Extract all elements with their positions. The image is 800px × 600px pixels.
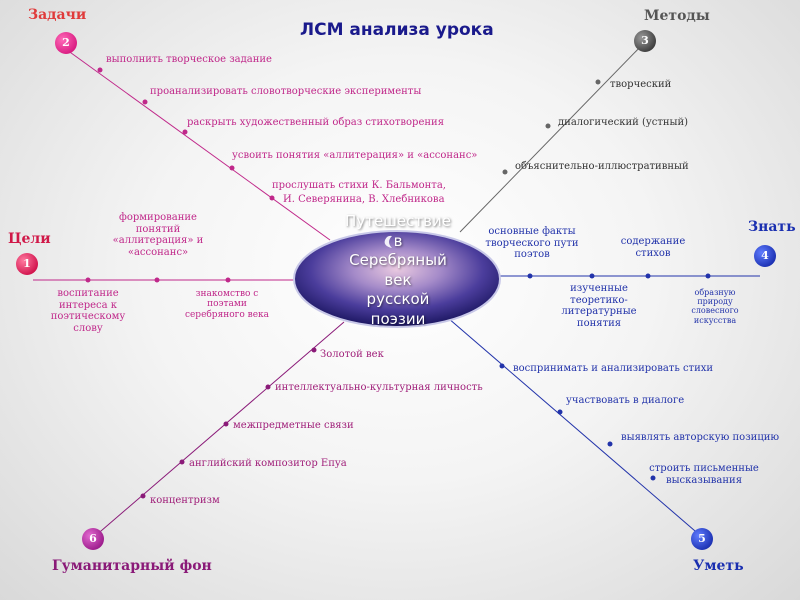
- center-line: Путешествие: [345, 212, 451, 230]
- tasks-item: И. Северянина, В. Хлебникова: [283, 194, 445, 205]
- skills-dot: [499, 363, 505, 369]
- goals-badge-circle: [16, 253, 38, 275]
- skills-item: воспринимать и анализировать стихи: [513, 363, 714, 374]
- tasks-dot: [142, 99, 148, 105]
- tasks-branch-line: [66, 49, 331, 241]
- goals-item: формирование понятий «аллитерация» и «ас…: [112, 212, 204, 258]
- background-item: интеллектуально-культурная личность: [275, 382, 483, 393]
- skills-item: участвовать в диалоге: [566, 395, 685, 406]
- background-dot: [265, 384, 271, 390]
- page-title: ЛСМ анализа урока: [300, 20, 494, 40]
- center-line: русской: [366, 290, 430, 308]
- tasks-number: 2: [62, 36, 70, 49]
- methods-item: объяснительно-иллюстративный: [515, 161, 689, 172]
- tasks-dot: [229, 165, 235, 171]
- tasks-item: прослушать стихи К. Бальмонта,: [272, 180, 446, 191]
- tasks-badge-circle: [55, 32, 77, 54]
- skills-badge-circle: [691, 528, 713, 550]
- background-dot: [179, 459, 185, 465]
- skills-dot: [650, 475, 656, 481]
- background-item: концентризм: [150, 495, 220, 506]
- background-label: Гуманитарный фон: [52, 558, 212, 574]
- tasks-item: выполнить творческое задание: [106, 54, 272, 65]
- know-item: образную природу словесного искусства: [691, 288, 739, 325]
- center-line: в: [393, 231, 403, 250]
- goals-number: 1: [23, 257, 31, 270]
- moon-icon: [384, 235, 392, 248]
- skills-dot: [557, 409, 563, 415]
- center-line: поэзии: [370, 309, 426, 328]
- know-item: содержание стихов: [620, 236, 686, 259]
- background-dot: [223, 421, 229, 427]
- background-dot: [140, 493, 146, 499]
- methods-item: творческий: [610, 79, 672, 90]
- goals-item: воспитание интереса к поэтическому слову: [50, 288, 126, 334]
- center-topic: Путешествие в Серебряный век русской поэ…: [318, 212, 478, 342]
- methods-dot: [595, 79, 601, 85]
- goals-label: Цели: [8, 231, 51, 247]
- tasks-label: Задачи: [28, 7, 87, 23]
- background-dot: [311, 347, 317, 353]
- background-branch-line: [93, 321, 345, 538]
- background-item: английский композитор Eпуа: [189, 458, 347, 469]
- tasks-dot: [97, 67, 103, 73]
- goals-dot: [85, 277, 91, 283]
- know-label: Знать: [748, 219, 796, 235]
- methods-badge-circle: [634, 30, 656, 52]
- methods-number: 3: [641, 34, 649, 47]
- know-number: 4: [761, 249, 769, 262]
- know-item: основные факты творческого пути поэтов: [485, 226, 579, 260]
- center-line: век: [384, 270, 412, 289]
- methods-label: Методы: [644, 8, 710, 24]
- know-badge-circle: [754, 245, 776, 267]
- know-dot: [589, 273, 595, 279]
- know-dot: [645, 273, 651, 279]
- goals-dot: [154, 277, 160, 283]
- background-item: Золотой век: [320, 349, 384, 360]
- skills-item: строить письменные высказывания: [649, 463, 759, 486]
- goals-dot: [225, 277, 231, 283]
- skills-label: Уметь: [693, 558, 744, 574]
- methods-dot: [502, 169, 508, 175]
- methods-branch-line: [459, 42, 645, 233]
- background-badge-circle: [82, 528, 104, 550]
- tasks-item: проанализировать словотворческие экспери…: [150, 86, 422, 97]
- know-dot: [705, 273, 711, 279]
- center-line: Серебряный: [349, 251, 447, 269]
- skills-number: 5: [698, 532, 706, 545]
- goals-item: знакомство с поэтами серебряного века: [184, 289, 270, 320]
- skills-branch-line: [447, 317, 703, 538]
- skills-item: выявлять авторскую позицию: [621, 432, 780, 443]
- background-number: 6: [89, 532, 97, 545]
- tasks-item: усвоить понятия «аллитерация» и «ассонан…: [232, 150, 478, 161]
- tasks-dot: [269, 195, 275, 201]
- methods-dot: [545, 123, 551, 129]
- tasks-item: раскрыть художественный образ стихотворе…: [187, 117, 444, 128]
- background-item: межпредметные связи: [233, 420, 354, 431]
- tasks-dot: [182, 129, 188, 135]
- center-ellipse: [293, 230, 501, 328]
- know-item: изученные теоретико-литературные понятия: [561, 283, 637, 329]
- skills-dot: [607, 441, 613, 447]
- know-dot: [527, 273, 533, 279]
- methods-item: диалогический (устный): [558, 117, 689, 128]
